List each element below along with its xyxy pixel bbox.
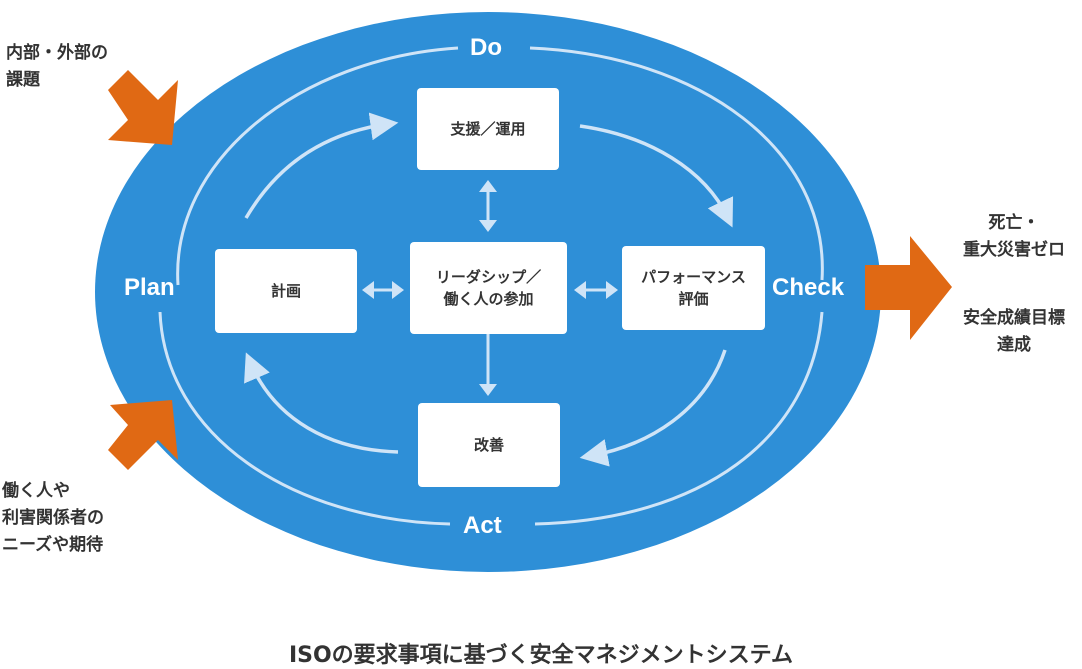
phase-do-label: Do xyxy=(470,34,502,61)
arrow-check-to-act xyxy=(579,349,727,467)
orange-arrows xyxy=(108,70,952,470)
box-leadership: リーダシップ／ 働く人の参加 xyxy=(410,242,567,334)
box-leadership-line1: リーダシップ／ xyxy=(435,267,542,286)
box-performance-line2: 評価 xyxy=(678,290,709,308)
double-arrow-right xyxy=(574,281,618,299)
input-issues-text: 内部・外部の 課題 xyxy=(6,43,108,91)
inner-cycle-arrows xyxy=(244,112,734,467)
double-arrow-left xyxy=(362,281,404,299)
output-goal-zero-accidents: 死亡・ 重大災害ゼロ xyxy=(963,213,1065,261)
arrow-do-to-check xyxy=(579,124,734,228)
box-plan-label: 計画 xyxy=(270,281,301,300)
phase-plan-label: Plan xyxy=(124,274,175,301)
diagram-caption: ISOの要求事項に基づく安全マネジメントシステム xyxy=(288,643,794,668)
phase-act-label: Act xyxy=(463,512,502,539)
box-support-operation: 支援／運用 xyxy=(417,88,559,170)
box-plan: 計画 xyxy=(215,249,357,333)
output-arrow-right xyxy=(865,236,952,340)
arrow-act-to-plan xyxy=(244,352,399,454)
double-arrow-top xyxy=(479,180,497,232)
phase-check-label: Check xyxy=(772,274,845,301)
box-performance-evaluation: パフォーマンス 評価 xyxy=(622,246,765,330)
box-support-operation-label: 支援／運用 xyxy=(450,119,526,138)
box-performance-line1: パフォーマンス xyxy=(641,267,746,286)
input-arrow-top xyxy=(108,70,178,145)
arrow-plan-to-do xyxy=(244,112,399,219)
outer-ring xyxy=(158,46,824,526)
output-goal-safety-targets: 安全成績目標 達成 xyxy=(963,308,1065,356)
box-improvement-label: 改善 xyxy=(473,435,504,454)
input-arrow-bottom xyxy=(108,400,178,470)
box-improvement: 改善 xyxy=(418,403,560,487)
input-needs-text: 働く人や 利害関係者の ニーズや期待 xyxy=(2,481,104,556)
box-leadership-line2: 働く人の参加 xyxy=(443,290,534,308)
